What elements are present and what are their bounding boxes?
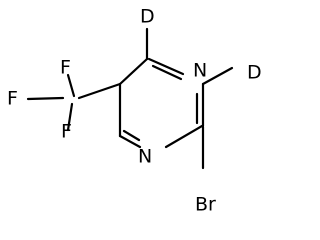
cf3-bonds	[26, 73, 76, 132]
atom-n-bottom: N	[138, 146, 152, 168]
bond-n1-c2	[118, 134, 142, 149]
bond-c5-d	[201, 66, 234, 86]
bond-c-f-left	[26, 96, 65, 101]
atom-br: Br	[195, 194, 216, 216]
molecule-structure: D N D N Br F F F	[7, 6, 262, 216]
bond-c-f-bottom	[66, 102, 74, 132]
bond-c6-n1	[164, 124, 204, 149]
atom-f-bottom: F	[61, 121, 72, 143]
bond-c1-c-top	[118, 57, 149, 86]
pyrazine-ring-bonds	[77, 27, 234, 170]
atom-d-right: D	[247, 62, 262, 84]
bond-c-f-top	[66, 73, 76, 98]
bond-n1-c2-inner	[122, 129, 141, 142]
atom-f-top: F	[60, 57, 71, 79]
atom-n-top: N	[193, 60, 207, 82]
bond-c1-n4-inner	[151, 64, 183, 81]
bond-c1-n4	[147, 57, 185, 76]
atom-d-top: D	[140, 6, 155, 28]
atom-f-left: F	[7, 88, 18, 110]
bond-c2-cf3	[77, 82, 122, 100]
